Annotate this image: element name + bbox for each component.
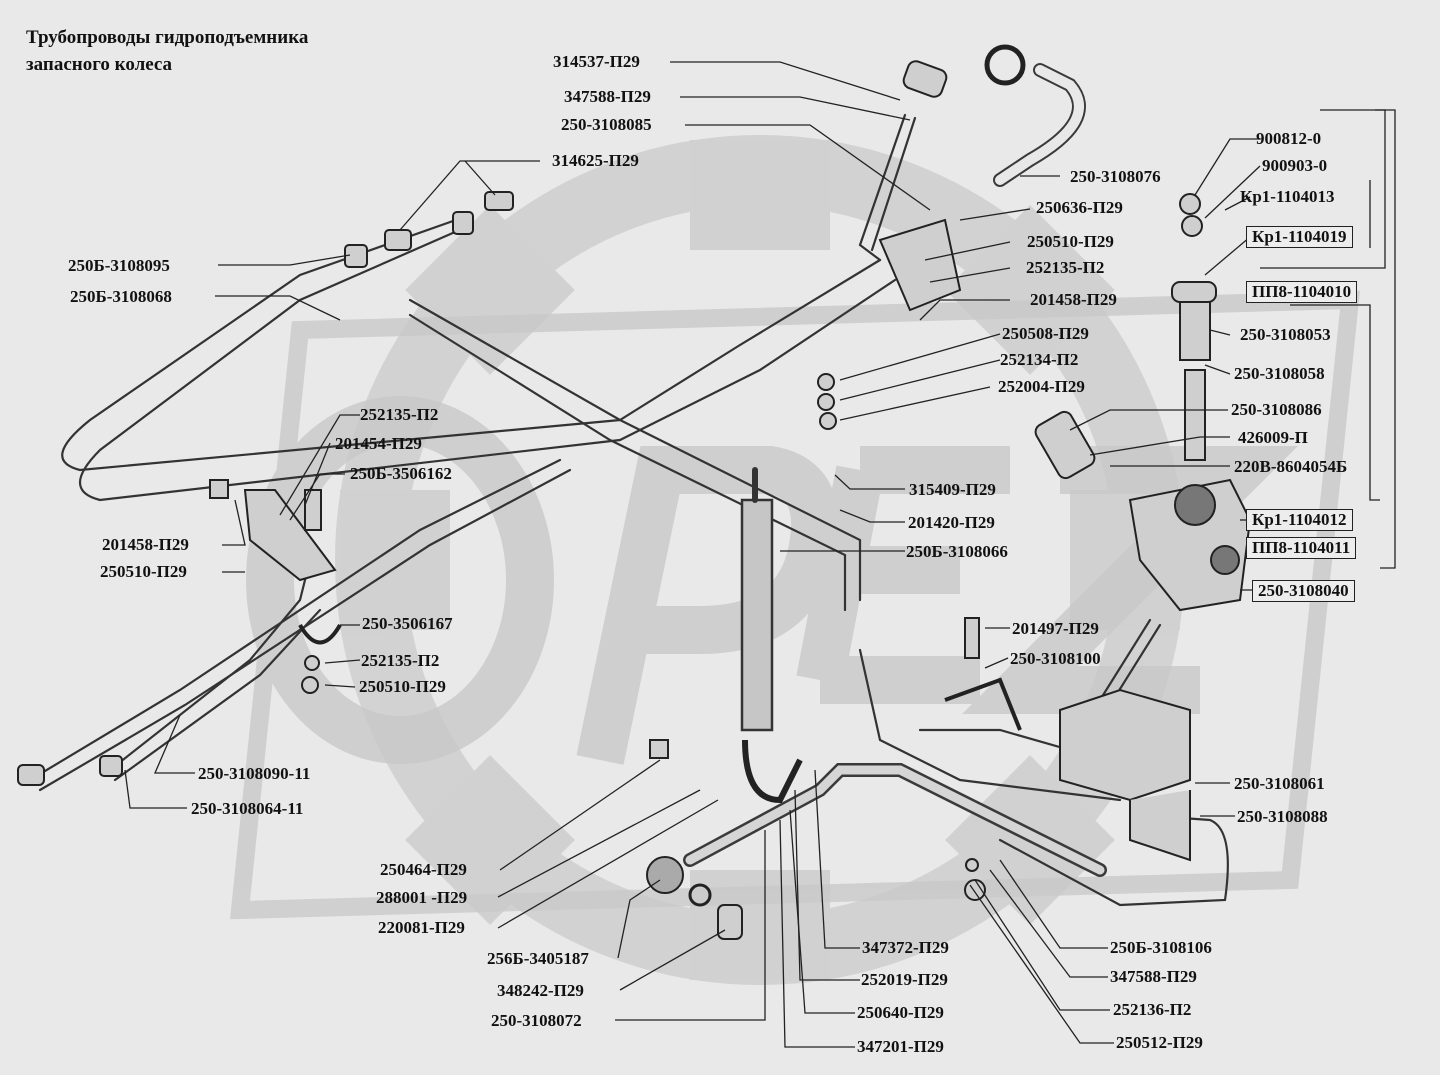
part-label: 250Б-3108095 <box>68 256 170 275</box>
part-label: 250-3506167 <box>362 614 453 633</box>
part-label: 252134-П2 <box>1000 350 1079 369</box>
part-label: 252135-П2 <box>361 651 440 670</box>
part-label: 250510-П29 <box>1027 232 1114 251</box>
part-label: 900812-0 <box>1256 129 1322 148</box>
part-label: 201458-П29 <box>102 535 189 554</box>
part-label: 348242-П29 <box>497 981 584 1000</box>
part-label: 250512-П29 <box>1116 1033 1203 1052</box>
part-label: 288001 -П29 <box>376 888 468 907</box>
part-label: 252136-П2 <box>1113 1000 1192 1019</box>
part-label: Кр1-1104019 <box>1246 226 1353 248</box>
part-label: ПП8-1104011 <box>1246 537 1357 559</box>
diagram-title: Трубопроводы гидроподъемника запасного к… <box>26 24 308 78</box>
part-label: 250Б-3108106 <box>1110 938 1212 957</box>
part-label: 252135-П2 <box>1026 258 1105 277</box>
part-label: 250508-П29 <box>1002 324 1089 343</box>
part-label: 201420-П29 <box>908 513 995 532</box>
part-label: 201497-П29 <box>1012 619 1099 638</box>
part-label: 250-3108086 <box>1231 400 1322 419</box>
part-label: 314625-П29 <box>552 151 639 170</box>
part-label: 347201-П29 <box>857 1037 944 1056</box>
part-label: 426009-П <box>1238 428 1308 447</box>
part-label: 250-3108064-11 <box>191 799 304 818</box>
part-label: 314537-П29 <box>553 52 640 71</box>
part-label: 250-3108072 <box>491 1011 582 1030</box>
part-label: 250-3108076 <box>1070 167 1161 186</box>
part-label: 250510-П29 <box>359 677 446 696</box>
part-label: 252019-П29 <box>861 970 948 989</box>
part-label: 250-3108085 <box>561 115 652 134</box>
pipes <box>28 63 1229 907</box>
part-label: 250-3108090-11 <box>198 764 311 783</box>
part-label: 250-3108100 <box>1010 649 1101 668</box>
part-label: 250-3108053 <box>1240 325 1331 344</box>
part-label: 250-3108040 <box>1252 580 1355 602</box>
part-label: 347588-П29 <box>1110 967 1197 986</box>
part-label: 250636-П29 <box>1036 198 1123 217</box>
part-label: ПП8-1104010 <box>1246 281 1358 303</box>
part-label: 201458-П29 <box>1030 290 1117 309</box>
part-label: 220081-П29 <box>378 918 465 937</box>
part-label: Кр1-1104013 <box>1240 187 1335 206</box>
part-label: 347588-П29 <box>564 87 651 106</box>
part-label: 347372-П29 <box>862 938 949 957</box>
part-label: 250640-П29 <box>857 1003 944 1022</box>
part-label: 252135-П2 <box>360 405 439 424</box>
part-label: 315409-П29 <box>909 480 996 499</box>
part-label: 250464-П29 <box>380 860 467 879</box>
parts <box>17 44 1252 940</box>
title-line-2: запасного колеса <box>26 54 173 75</box>
part-label: 250-3108088 <box>1237 807 1328 826</box>
part-label: 250-3108061 <box>1234 774 1325 793</box>
part-label: 201454-П29 <box>335 434 422 453</box>
part-label: 250-3108058 <box>1234 364 1325 383</box>
part-label: 252004-П29 <box>998 377 1085 396</box>
part-label: 250510-П29 <box>100 562 187 581</box>
title-line-1: Трубопроводы гидроподъемника <box>26 27 309 48</box>
part-label: 220В-8604054Б <box>1234 457 1348 476</box>
part-label: Кр1-1104012 <box>1246 509 1353 531</box>
part-label: 250Б-3108066 <box>906 542 1008 561</box>
part-label: 250Б-3108068 <box>70 287 172 306</box>
part-label: 256Б-3405187 <box>487 949 589 968</box>
leader-lines <box>124 61 1396 1048</box>
part-label: 250Б-3506162 <box>350 464 452 483</box>
part-label: 900903-0 <box>1262 156 1328 175</box>
